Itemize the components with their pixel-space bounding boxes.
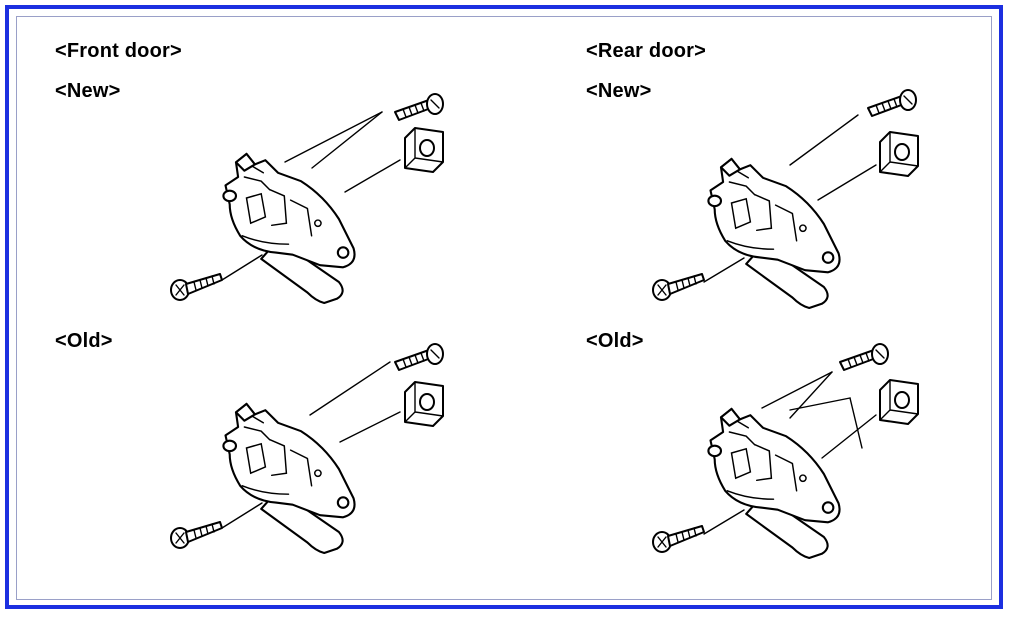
front-old-label: <Old> — [55, 330, 113, 352]
rear-new-label: <New> — [586, 80, 652, 102]
rear-door-label: <Rear door> — [586, 40, 707, 62]
front-new-assembly — [170, 93, 444, 305]
rear-old-assembly — [652, 343, 919, 560]
front-old-assembly — [170, 343, 444, 555]
front-new-label: <New> — [55, 80, 121, 102]
outer-border — [5, 5, 1003, 609]
front-door-label: <Front door> — [55, 40, 182, 62]
rear-new-assembly — [652, 89, 919, 310]
inner-border — [16, 16, 992, 600]
rear-old-label: <Old> — [586, 330, 644, 352]
